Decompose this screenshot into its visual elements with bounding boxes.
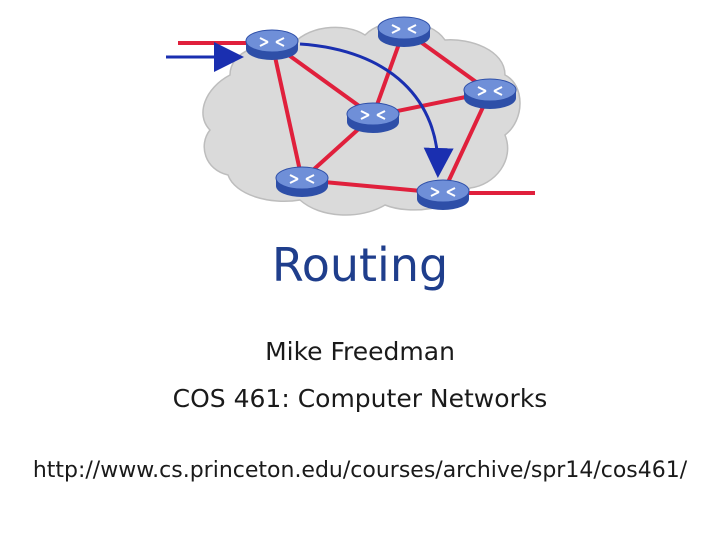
routers	[245, 16, 517, 210]
slide-title: Routing	[271, 238, 449, 292]
router-icon	[416, 179, 470, 210]
network-diagram	[166, 16, 535, 216]
route-path-arrow	[299, 42, 454, 178]
router-icon	[275, 166, 329, 197]
router-icon	[463, 78, 517, 109]
course-url[interactable]: http://www.cs.princeton.edu/courses/arch…	[32, 458, 688, 483]
link-r1-r4	[270, 42, 304, 181]
author-name: Mike Freedman	[265, 337, 455, 366]
router-icon	[377, 16, 431, 47]
router-icon	[346, 102, 400, 133]
course-name: COS 461: Computer Networks	[172, 384, 548, 413]
router-icon	[245, 29, 299, 60]
